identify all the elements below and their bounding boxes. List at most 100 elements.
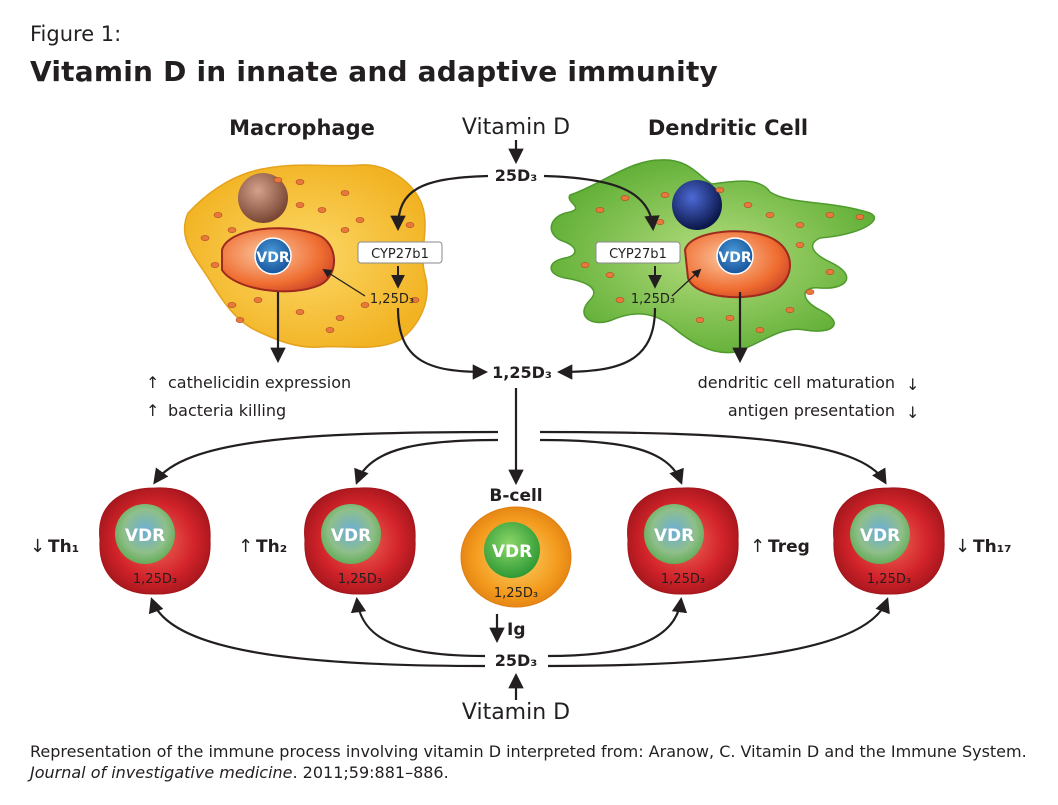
up-arrow-glyph: ↑: [146, 373, 159, 392]
vitamin-d-top: Vitamin D: [462, 115, 570, 140]
caption-text: Representation of the immune process inv…: [30, 742, 1027, 761]
d125-label: 1,25D₃: [867, 572, 911, 587]
b-cell: VDR 1,25D₃: [460, 506, 572, 608]
vdr-label: VDR: [654, 526, 694, 546]
arrow-top-to-treg: [539, 438, 684, 485]
th2-arrow: ↑: [238, 536, 253, 557]
bcell-label: B-cell: [489, 486, 542, 506]
macrophage-cell: [183, 164, 428, 348]
down-arrow-glyph: ↓: [906, 403, 919, 422]
t-cell-th1: VDR 1,25D₃: [99, 487, 211, 595]
arrow-d125-to-vdr-mac: [322, 269, 366, 297]
arrow-mac-to-central: [396, 307, 489, 380]
d125-dendritic: 1,25D₃: [631, 292, 675, 307]
vesicle: [317, 207, 327, 213]
vesicle: [605, 272, 615, 278]
vesicle: [210, 262, 220, 268]
vesicle: [795, 222, 805, 228]
th17-label: Th₁₇: [973, 537, 1012, 557]
vesicle: [620, 195, 630, 201]
arrow-bottom-to-th17: [547, 597, 890, 668]
vesicle: [295, 202, 305, 208]
d25-bottom: 25D₃: [495, 651, 538, 670]
effect-antigen-presentation: antigen presentation: [728, 401, 895, 420]
vesicle: [295, 309, 305, 315]
macrophage-vdr: VDR: [254, 237, 292, 275]
arrow-bottom-to-th2: [350, 596, 486, 658]
vesicle: [825, 269, 835, 275]
effect-dc-maturation: dendritic cell maturation: [698, 373, 895, 392]
vesicle: [725, 315, 735, 321]
arrow-25d3-to-macrophage: [390, 174, 489, 232]
vesicle: [355, 217, 365, 223]
arrow-bottom-to-treg: [547, 596, 688, 658]
vesicle: [410, 297, 420, 303]
ig-label: Ig: [507, 620, 526, 640]
vesicle: [253, 297, 263, 303]
dendritic-vdr: VDR: [716, 237, 754, 275]
vesicle: [755, 327, 765, 333]
vdr-label: VDR: [125, 526, 165, 546]
macrophage-label: Macrophage: [229, 116, 375, 140]
caption-citation: . 2011;59:881–886.: [292, 763, 449, 782]
dendritic-enzyme-box: CYP27b1: [595, 241, 681, 264]
dendritic-nucleus: [672, 180, 722, 230]
arrow-25d3-to-dendritic: [543, 174, 660, 232]
dendritic-vesicles: [580, 187, 865, 333]
th1-label: Th₁: [48, 537, 79, 557]
vesicle: [655, 219, 665, 225]
vesicle: [360, 302, 370, 308]
vesicle: [295, 179, 305, 185]
d125-central: 1,25D₃: [492, 363, 552, 382]
d25-top: 25D₃: [495, 166, 538, 185]
vesicle: [715, 187, 725, 193]
th17-arrow: ↓: [955, 536, 970, 557]
vesicle: [227, 302, 237, 308]
vesicle: [227, 227, 237, 233]
down-arrow-glyph: ↓: [906, 375, 919, 394]
figure-label: Figure 1:: [30, 22, 122, 46]
vesicle: [213, 212, 223, 218]
enzyme-label: CYP27b1: [371, 247, 429, 262]
vesicle: [200, 235, 210, 241]
vesicle: [825, 212, 835, 218]
arrow-bottom-to-th1: [148, 597, 486, 668]
immunity-diagram: VDR VDR Macrophage Dendritic Cell Vitami…: [30, 115, 1012, 725]
arrow-top-to-th2: [354, 438, 499, 485]
treg-arrow: ↑: [750, 536, 765, 557]
vesicle: [743, 202, 753, 208]
vesicle: [340, 227, 350, 233]
vdr-label: VDR: [718, 250, 751, 266]
arrow-d125-to-vdr-den: [671, 268, 702, 297]
arrow-top-to-th17: [539, 430, 887, 485]
vdr-label: VDR: [256, 250, 289, 266]
d125-label: 1,25D₃: [661, 572, 705, 587]
d125-macrophage: 1,25D₃: [370, 292, 414, 307]
effect-cathelicidin: cathelicidin expression: [168, 373, 351, 392]
vesicle: [765, 212, 775, 218]
treg-label: Treg: [768, 537, 810, 557]
vesicle: [785, 307, 795, 313]
vesicle: [325, 327, 335, 333]
macrophage-enzyme-box: CYP27b1: [357, 241, 443, 264]
up-arrow-glyph: ↑: [146, 401, 159, 420]
th1-arrow: ↓: [30, 536, 45, 557]
d125-label: 1,25D₃: [494, 586, 538, 601]
macrophage-vesicles: [200, 177, 420, 333]
vesicle: [580, 262, 590, 268]
caption-journal: Journal of investigative medicine: [30, 763, 293, 782]
figure-title: Vitamin D in innate and adaptive immunit…: [30, 55, 718, 88]
vesicle: [340, 190, 350, 196]
vesicle: [795, 242, 805, 248]
t-cell-th2: VDR 1,25D₃: [304, 487, 416, 595]
d125-label: 1,25D₃: [338, 572, 382, 587]
arrow-den-to-central: [556, 307, 657, 380]
effect-bacteria-killing: bacteria killing: [168, 401, 286, 420]
t-cell-th17: VDR 1,25D₃: [833, 487, 945, 595]
vesicle: [695, 317, 705, 323]
dendritic-label: Dendritic Cell: [648, 116, 808, 140]
vdr-label: VDR: [492, 542, 532, 562]
vdr-label: VDR: [860, 526, 900, 546]
vesicle: [595, 207, 605, 213]
vdr-label: VDR: [331, 526, 371, 546]
